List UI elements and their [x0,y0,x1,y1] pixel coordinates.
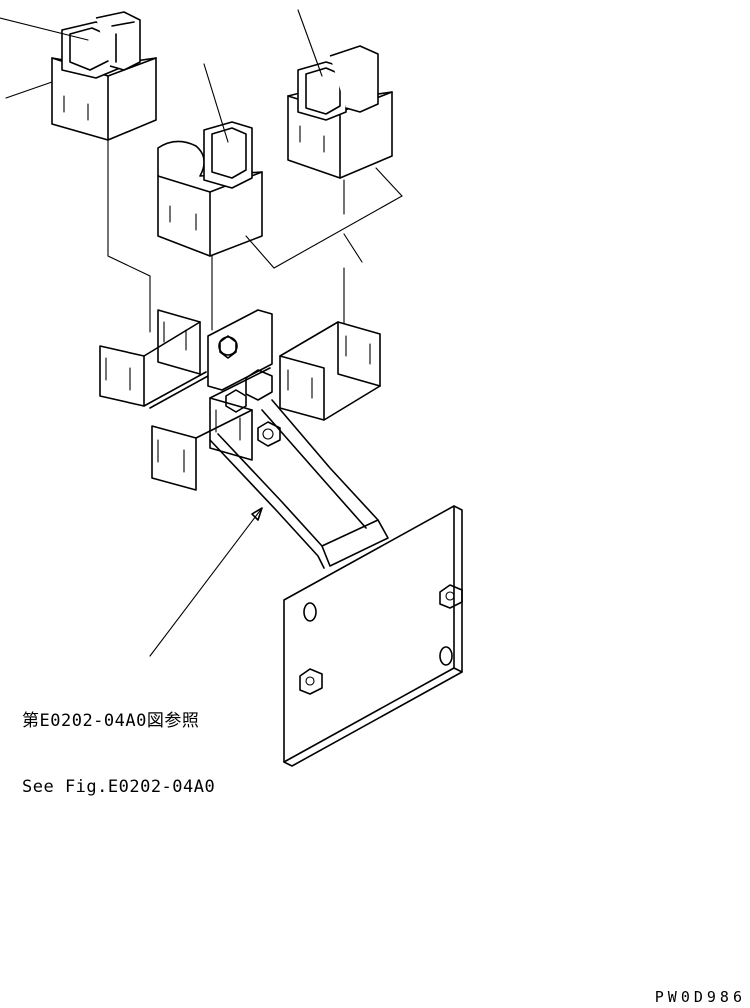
relay-right [287,9,393,179]
reference-note-japanese: 第E0202-04A0図参照 [22,711,200,731]
mounting-strap [209,399,389,569]
reference-note: 第E0202-04A0図参照 See Fig.E0202-04A0 [22,666,215,820]
drawing-code: PW0D986 [654,988,746,1006]
reference-arrow [149,507,263,657]
relay-top-left [0,11,157,141]
mounting-plate [283,505,463,767]
reference-note-english: See Fig.E0202-04A0 [22,777,216,797]
relay-center [157,63,263,257]
bracket-assembly [99,309,381,491]
leader-lines [107,139,403,333]
